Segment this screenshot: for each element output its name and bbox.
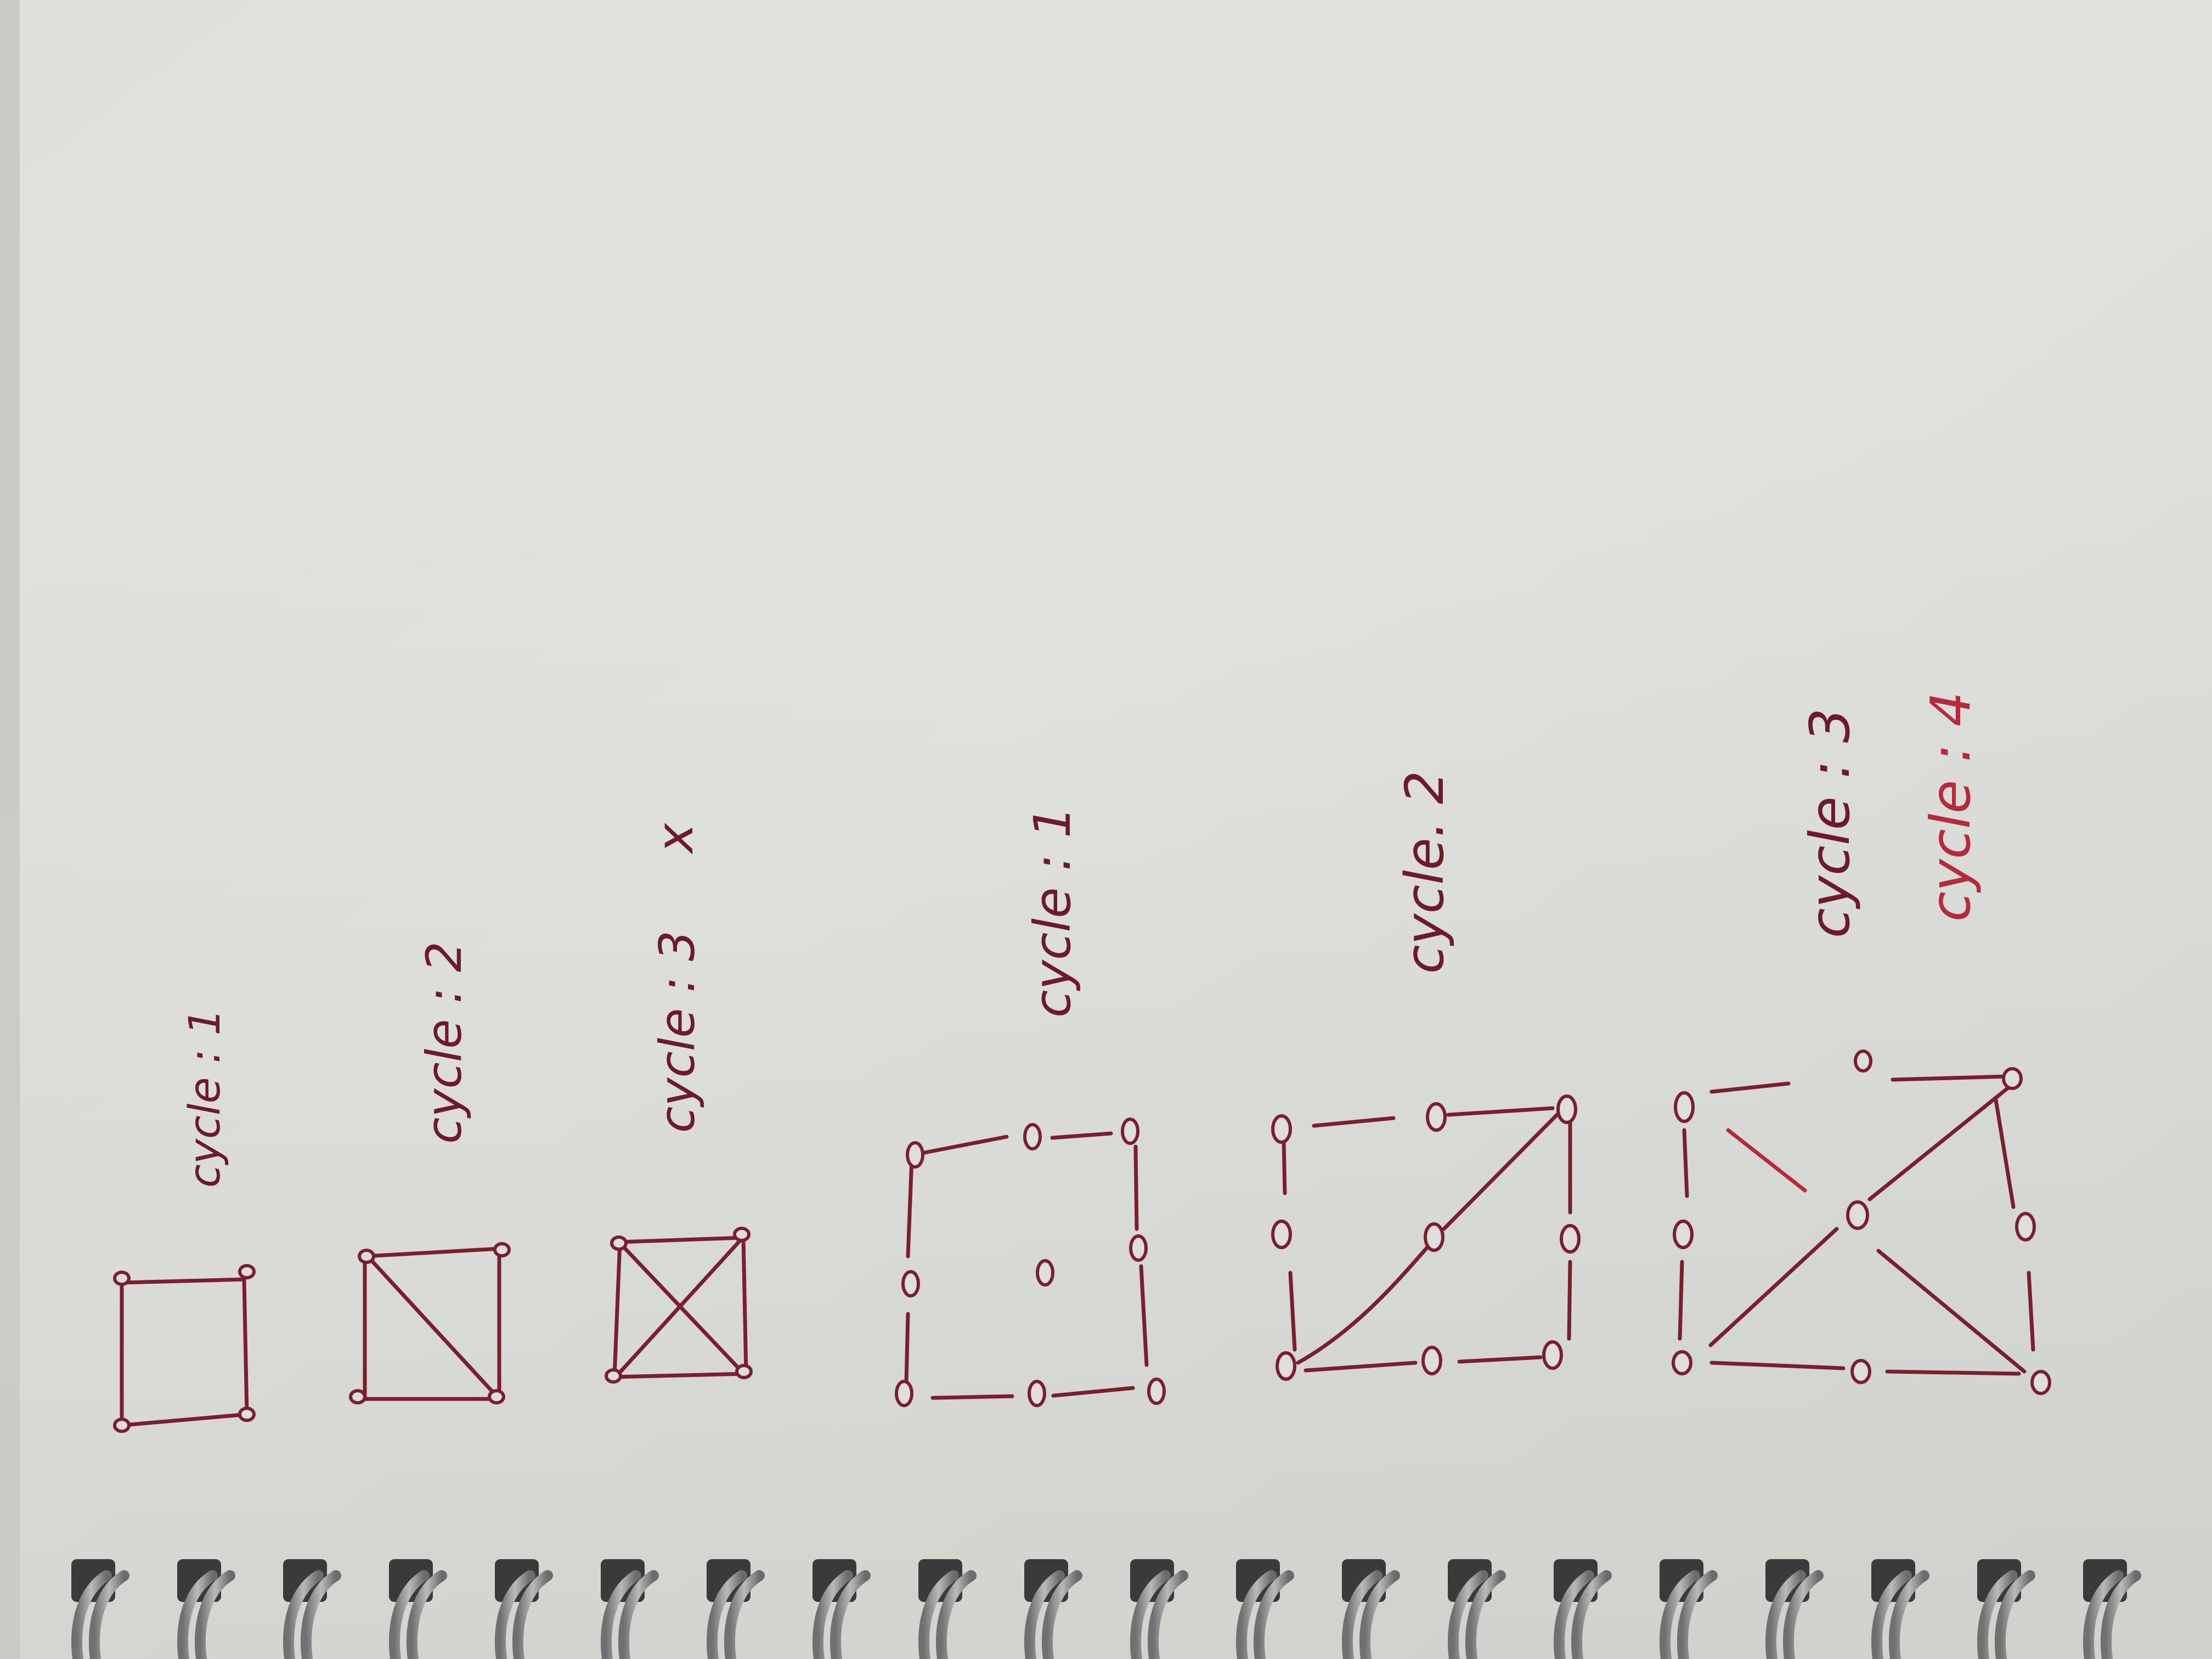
binding-wire xyxy=(1042,1570,1082,1659)
binding-ring xyxy=(1342,1559,1400,1659)
binding-wire xyxy=(1359,1570,1400,1659)
binding-ring xyxy=(283,1559,341,1659)
binding-wire xyxy=(1571,1570,1612,1659)
label-row1-c-mark: x xyxy=(646,822,704,855)
label-row2-c-first: cycle : 3 xyxy=(1798,708,1862,938)
binding-wire xyxy=(1236,1570,1277,1659)
graph-grid-cycle-1 xyxy=(895,1118,1166,1407)
binding-ring xyxy=(1977,1559,2035,1659)
binding-ring xyxy=(1660,1559,1718,1659)
label-row2-a: cycle : 1 xyxy=(1023,806,1082,1018)
binding-ring xyxy=(1024,1559,1082,1659)
graph-square-cycle-1 xyxy=(113,1264,256,1433)
binding-wire xyxy=(1977,1570,2018,1659)
binding-wire xyxy=(830,1570,871,1659)
binding-wire xyxy=(495,1570,535,1659)
binding-wire xyxy=(601,1570,641,1659)
binding-ring xyxy=(812,1559,871,1659)
binding-ring xyxy=(71,1559,129,1659)
binding-ring xyxy=(601,1559,659,1659)
binding-ring xyxy=(1765,1559,1824,1659)
label-row1-c: cycle : 3 xyxy=(649,930,706,1133)
shadow-region xyxy=(0,417,2212,1659)
binding-ring xyxy=(2083,1559,2141,1659)
binding-wire xyxy=(724,1570,765,1659)
binding-wire xyxy=(618,1570,659,1659)
binding-wire xyxy=(936,1570,977,1659)
binding-wire xyxy=(1448,1570,1488,1659)
binding-ring xyxy=(1236,1559,1294,1659)
binding-wire xyxy=(301,1570,341,1659)
binding-wire xyxy=(1677,1570,1718,1659)
binding-ring xyxy=(1554,1559,1612,1659)
binding-wire xyxy=(1130,1570,1171,1659)
binding-wire xyxy=(918,1570,959,1659)
binding-wire xyxy=(2101,1570,2141,1659)
binding-ring xyxy=(707,1559,765,1659)
binding-wire xyxy=(1554,1570,1594,1659)
binding-ring xyxy=(1130,1559,1188,1659)
label-row2-c-second: cycle : 4 xyxy=(1918,692,1983,922)
graph-grid-cycle-3-and-4 xyxy=(1672,1049,2051,1395)
binding-wire xyxy=(2083,1570,2124,1659)
binding-wire xyxy=(1765,1570,1806,1659)
binding-wire xyxy=(1342,1570,1383,1659)
label-row2-b: cycle. 2 xyxy=(1394,771,1455,974)
binding-wire xyxy=(1871,1570,1912,1659)
binding-wire xyxy=(195,1570,235,1659)
binding-ring xyxy=(1448,1559,1506,1659)
binding-wire xyxy=(407,1570,447,1659)
binding-wire xyxy=(812,1570,853,1659)
binding-ring xyxy=(389,1559,447,1659)
binding-wire xyxy=(1024,1570,1065,1659)
binding-wire xyxy=(512,1570,553,1659)
binding-wire xyxy=(283,1570,324,1659)
label-row1-b: cycle : 2 xyxy=(416,941,472,1144)
binding-wire xyxy=(389,1570,430,1659)
binding-wire xyxy=(71,1570,112,1659)
graph-square-one-diagonal xyxy=(349,1242,511,1404)
binding-wire xyxy=(707,1570,747,1659)
binding-wire xyxy=(1660,1570,1700,1659)
binding-wire xyxy=(1254,1570,1294,1659)
label-row1-a: cycle : 1 xyxy=(180,1008,230,1188)
binding-wire xyxy=(1995,1570,2035,1659)
binding-wire xyxy=(1889,1570,1929,1659)
graph-square-two-diagonals xyxy=(605,1227,753,1384)
spiral-binding xyxy=(71,1559,2141,1659)
graph-grid-cycle-2 xyxy=(1271,1094,1581,1381)
binding-ring xyxy=(1871,1559,1929,1659)
binding-wire xyxy=(1148,1570,1188,1659)
binding-ring xyxy=(495,1559,553,1659)
binding-wire xyxy=(177,1570,218,1659)
binding-ring xyxy=(177,1559,235,1659)
binding-wire xyxy=(1465,1570,1506,1659)
binding-wire xyxy=(89,1570,129,1659)
binding-wire xyxy=(1783,1570,1824,1659)
binding-ring xyxy=(918,1559,977,1659)
